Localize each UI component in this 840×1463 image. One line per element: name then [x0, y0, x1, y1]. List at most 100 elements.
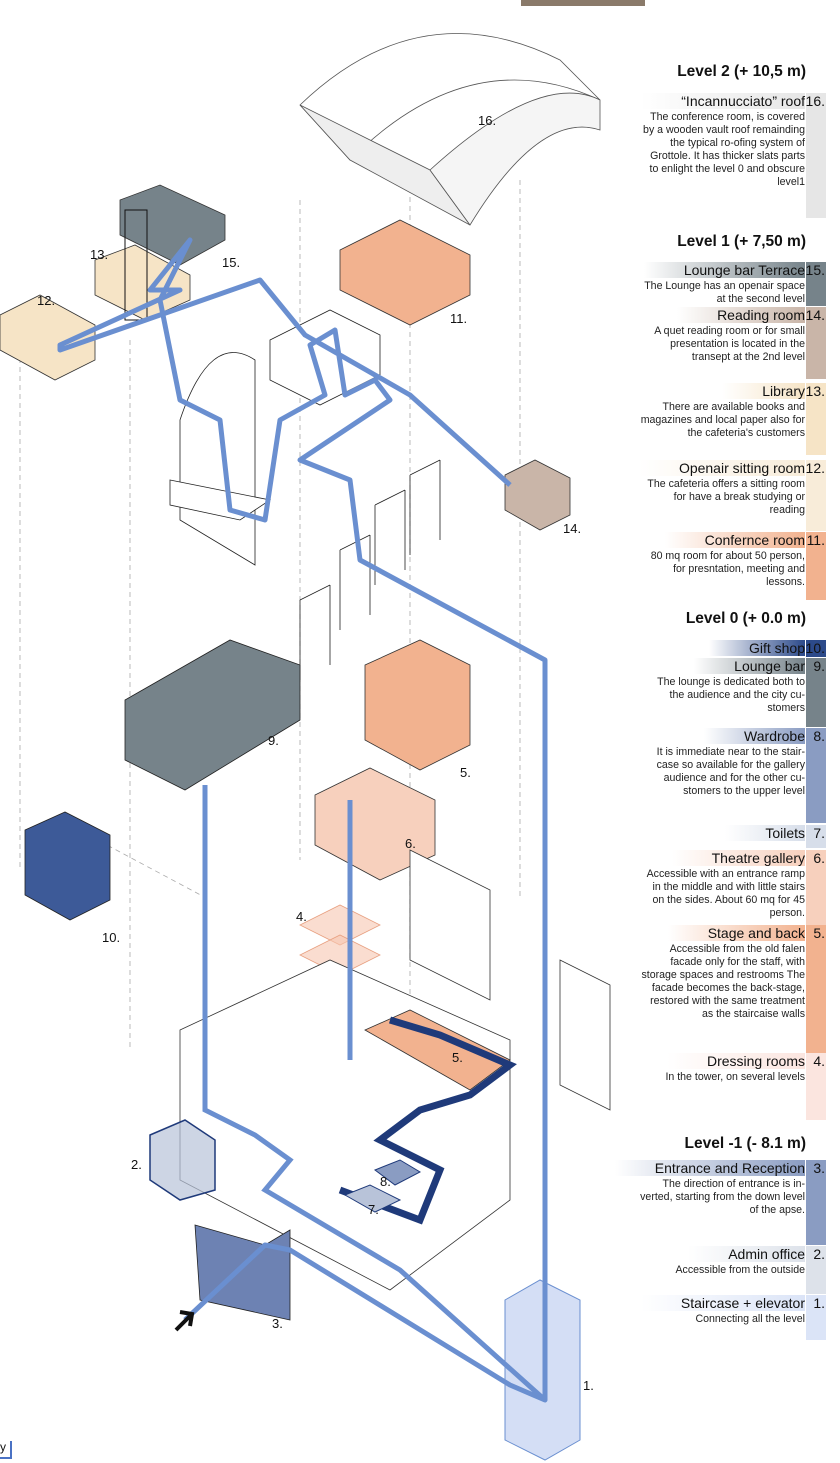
top-image-strip [521, 0, 645, 6]
stage-5-lower [364, 1009, 511, 1091]
toilets-7 [343, 1184, 402, 1213]
legend-number: 6. [813, 850, 825, 866]
stage-5-upper [364, 639, 471, 771]
legend-item: Dressing rooms 4. In the tower, on sever… [640, 1053, 826, 1120]
admin-office-2 [149, 1119, 216, 1201]
legend-number: 15. [805, 262, 825, 278]
legend-number: 5. [813, 925, 825, 941]
corner-frame [0, 1441, 12, 1459]
diagram-number-label: 12. [37, 293, 56, 308]
legend-number: 11. [806, 532, 825, 548]
legend-description: The lounge is dedicated both to the audi… [640, 676, 805, 715]
legend-title: Reading room [677, 307, 805, 323]
wardrobe-8 [373, 1159, 422, 1186]
theatre-gallery-6 [314, 767, 436, 881]
legend-color-bar [806, 532, 826, 600]
legend-title: Lounge bar [694, 658, 805, 674]
legend-item: Theatre gallery 6. Accessible with an en… [640, 850, 826, 925]
legend-item: Openair sitting room 12. The cafeteria o… [638, 460, 826, 531]
legend-title: Admin office [688, 1246, 805, 1262]
diagram-number-label: 2. [131, 1157, 142, 1172]
legend-number: 8. [813, 728, 825, 744]
legend-color-bar [806, 1160, 826, 1245]
diagram-number-label: 4. [296, 909, 307, 924]
legend-description: The cafeteria offers a sitting room for … [640, 478, 805, 517]
legend-number: 16. [805, 93, 825, 109]
diagram-number-label: 8. [380, 1174, 391, 1189]
legend-color-bar [806, 640, 826, 657]
diagram-number-label: 1. [583, 1378, 594, 1393]
legend-description: 80 mq room for about 50 person, for pres… [640, 550, 805, 589]
entrance-3 [194, 1224, 291, 1321]
legend-item: Confernce room 11. 80 mq room for about … [640, 532, 826, 600]
diagram-number-label: 6. [405, 836, 416, 851]
diagram-number-label: 13. [90, 247, 109, 262]
legend-item: “Incannucciato” roof 16. The conference … [640, 93, 826, 218]
legend-title: Wardrobe [704, 728, 805, 744]
legend-description: The direction of entrance is in-verted, … [640, 1178, 805, 1217]
legend-title: Toilets [725, 825, 805, 841]
legend-number: 4. [813, 1053, 825, 1069]
legend-color-bar [806, 93, 826, 218]
legend-color-bar [806, 262, 826, 306]
legend-item: Library 13. There are available books an… [640, 383, 826, 455]
legend-color-bar [806, 1053, 826, 1120]
legend-description: Accessible with an entrance ramp in the … [640, 868, 805, 920]
legend-item: Stage and back 5. Accessible from the ol… [640, 925, 826, 1053]
library-13 [94, 244, 191, 321]
legend-description: Accessible from the old falen facade onl… [640, 943, 805, 1021]
legend-item: Lounge bar 9. The lounge is dedicated bo… [640, 658, 826, 727]
legend-description: In the tower, on several levels [640, 1071, 805, 1084]
legend-title: Lounge bar Terrace [643, 262, 805, 278]
legend-number: 3. [813, 1160, 825, 1176]
legend-item: Entrance and Reception 3. The direction … [614, 1160, 826, 1245]
legend-description: Connecting all the level [640, 1313, 805, 1326]
level-0-heading: Level 0 (+ 0.0 m) [685, 610, 806, 627]
legend-number: 7. [813, 825, 825, 841]
legend-description: Accessible from the outside [640, 1264, 805, 1277]
legend-number: 12. [805, 460, 825, 476]
legend-number: 2. [813, 1246, 825, 1262]
legend-item: Admin office 2. Accessible from the outs… [640, 1246, 826, 1294]
corner-text: y [0, 1440, 6, 1454]
entry-arrow-icon [174, 1310, 195, 1332]
diagram-number-label: 5. [452, 1050, 463, 1065]
legend-description: The Lounge has an openair space at the s… [640, 280, 805, 306]
sitting-room-12 [0, 294, 96, 381]
legend-title: “Incannucciato” roof [641, 93, 805, 109]
level-1-heading: Level 1 (+ 7,50 m) [677, 233, 806, 250]
legend-number: 13. [805, 383, 825, 399]
legend-title: Stage and back [667, 925, 805, 941]
reading-room-14 [504, 459, 571, 531]
roof-vault-16 [299, 33, 601, 226]
level-2-heading: Level 2 (+ 10,5 m) [677, 63, 806, 80]
legend-title: Theatre gallery [671, 850, 805, 866]
legend-item: Gift shop 10. [645, 640, 826, 657]
legend-title: Library [722, 383, 805, 399]
legend-number: 9. [813, 658, 825, 674]
legend-item: Toilets 7. [645, 825, 826, 848]
legend-color-bar [806, 383, 826, 455]
diagram-number-label: 7. [368, 1202, 379, 1217]
legend-title: Gift shop [708, 640, 805, 656]
legend-color-bar [806, 307, 826, 379]
legend-item: Reading room 14. A quet reading room or … [640, 307, 826, 379]
legend-title: Dressing rooms [666, 1053, 805, 1069]
legend-color-bar [806, 825, 826, 848]
legend-title: Staircase + elevator [640, 1295, 805, 1311]
diagram-number-label: 14. [563, 521, 582, 536]
legend-color-bar [806, 460, 826, 531]
legend-description: The conference room, is covered by a woo… [640, 111, 805, 189]
gift-shop-10 [24, 811, 111, 921]
conference-room-11 [339, 219, 471, 326]
legend-description: A quet reading room or for small present… [640, 325, 805, 364]
legend-color-bar [806, 658, 826, 727]
legend-color-bar [806, 850, 826, 925]
diagram-number-label: 15. [222, 255, 241, 270]
diagram-number-label: 11. [450, 311, 468, 326]
legend-color-bar [806, 925, 826, 1053]
diagram-number-label: 10. [102, 930, 121, 945]
legend-number: 10. [805, 640, 825, 656]
legend-item: Staircase + elevator 1. Connecting all t… [640, 1295, 826, 1340]
legend-color-bar [806, 1295, 826, 1340]
